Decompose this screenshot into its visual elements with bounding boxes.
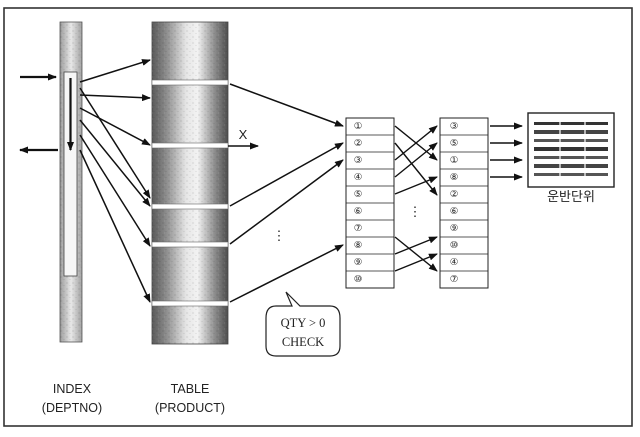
output-panel xyxy=(527,112,615,188)
check-note-line2: CHECK xyxy=(282,335,324,349)
list-a: ① ② ③ ④ ⑤ ⑥ ⑦ ⑧ ⑨ ⑩ xyxy=(345,117,395,289)
list-a-item: ⑥ xyxy=(354,206,363,217)
list-a-item: ② xyxy=(354,138,363,149)
list-b-item: ⑥ xyxy=(450,206,459,217)
list-b-item: ④ xyxy=(450,257,459,268)
list-b-item: ① xyxy=(450,155,459,166)
index-column xyxy=(59,21,83,343)
list-a-item: ⑨ xyxy=(354,257,363,268)
table-to-list-arrows xyxy=(229,83,344,303)
list-a-item: ⑤ xyxy=(354,189,363,200)
index-caption-line2: (DEPTNO) xyxy=(42,401,102,415)
list-b: ③ ⑤ ① ⑧ ② ⑥ ⑨ ⑩ ④ ⑦ xyxy=(439,117,489,289)
table-column xyxy=(151,21,229,345)
list-a-item: ⑧ xyxy=(354,240,363,251)
list-a-item: ① xyxy=(354,121,363,132)
list-b-item: ② xyxy=(450,189,459,200)
list-a-item: ⑩ xyxy=(354,274,363,285)
list-b-item: ⑨ xyxy=(450,223,459,234)
x-mark: X xyxy=(239,127,248,142)
diagram-frame xyxy=(3,7,633,427)
index-to-table-arrows xyxy=(79,59,151,303)
list-a-item: ④ xyxy=(354,172,363,183)
list-a-item: ③ xyxy=(354,155,363,166)
index-caption-line1: INDEX xyxy=(53,382,92,396)
list-b-item: ⑩ xyxy=(450,240,459,251)
output-arrows xyxy=(490,122,523,181)
sort-arrows xyxy=(394,125,438,272)
table-caption-line1: TABLE xyxy=(171,382,210,396)
list-b-item: ③ xyxy=(450,121,459,132)
table-caption-line2: (PRODUCT) xyxy=(155,401,225,415)
check-callout xyxy=(265,291,341,357)
list-b-item: ⑦ xyxy=(450,274,459,285)
list-b-item: ⑤ xyxy=(450,138,459,149)
ellipsis-left: ⋮ xyxy=(273,228,286,243)
ellipsis-middle: ⋮ xyxy=(409,204,422,219)
list-b-item: ⑧ xyxy=(450,172,459,183)
output-label: 운반단위 xyxy=(547,190,595,205)
check-note-line1: QTY > 0 xyxy=(281,316,326,330)
list-a-item: ⑦ xyxy=(354,223,363,234)
